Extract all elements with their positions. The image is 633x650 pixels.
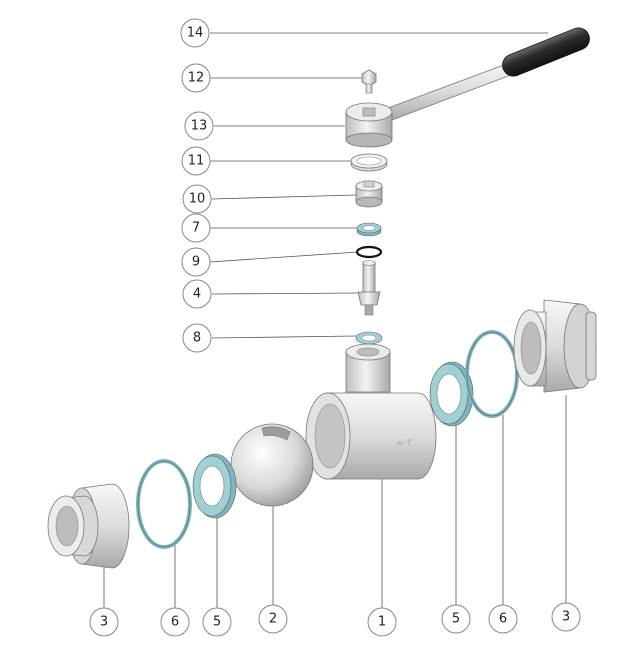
callout-10: 10 (182, 184, 212, 214)
svg-text:10: 10 (189, 192, 206, 207)
callout-9: 9 (181, 247, 211, 277)
callout-5-left: 5 (202, 607, 232, 637)
handle-hub (345, 102, 393, 148)
right-end-connector (513, 299, 597, 393)
leader-4 (211, 292, 361, 295)
callout-11: 11 (181, 146, 211, 176)
svg-text:1: 1 (378, 615, 386, 630)
callout-6-left: 6 (160, 607, 190, 637)
right-seat (429, 361, 474, 427)
callout-4: 4 (182, 279, 212, 309)
handle-lever (387, 27, 590, 121)
leader-8 (211, 335, 357, 339)
callout-2: 2 (258, 604, 288, 634)
svg-text:7: 7 (192, 221, 200, 236)
svg-text:3: 3 (100, 615, 108, 630)
callout-3-right: 3 (551, 602, 581, 632)
svg-text:6: 6 (499, 612, 507, 627)
svg-text:4: 4 (193, 287, 201, 302)
callout-1: 1 (367, 607, 397, 637)
ring-11 (350, 153, 388, 172)
svg-text:14: 14 (187, 26, 204, 41)
ball (230, 423, 314, 507)
stem (357, 260, 381, 316)
screw (361, 69, 377, 94)
svg-text:3: 3 (562, 610, 570, 625)
seal-7 (356, 222, 382, 237)
left-seat (192, 453, 237, 519)
svg-text:11: 11 (188, 154, 205, 169)
callout-12: 12 (181, 63, 211, 93)
callouts: 14 12 13 11 10 7 9 4 (89, 18, 581, 637)
callout-3-left: 3 (89, 607, 119, 637)
svg-text:12: 12 (188, 71, 205, 86)
svg-text:5: 5 (452, 612, 460, 627)
svg-text:2: 2 (269, 612, 277, 627)
seal-8 (355, 331, 383, 345)
callout-8: 8 (182, 323, 212, 353)
left-end-connector (47, 483, 130, 569)
callout-14: 14 (180, 18, 210, 48)
leader-9 (209, 251, 359, 263)
svg-text:5: 5 (213, 615, 221, 630)
callout-5-right: 5 (441, 604, 471, 634)
left-gasket (136, 459, 192, 549)
callout-6-right: 6 (488, 604, 518, 634)
svg-text:≈·T: ≈·T (396, 439, 413, 449)
leader-lines (103, 32, 567, 608)
nut (355, 180, 383, 208)
o-ring (355, 245, 383, 259)
svg-text:13: 13 (191, 119, 208, 134)
leader-10 (211, 194, 357, 200)
svg-text:8: 8 (193, 331, 201, 346)
callout-13: 13 (184, 111, 214, 141)
svg-text:9: 9 (192, 255, 200, 270)
callout-7: 7 (181, 213, 211, 243)
body: ≈·T (305, 343, 437, 480)
right-gasket (465, 330, 519, 418)
svg-text:6: 6 (171, 615, 179, 630)
